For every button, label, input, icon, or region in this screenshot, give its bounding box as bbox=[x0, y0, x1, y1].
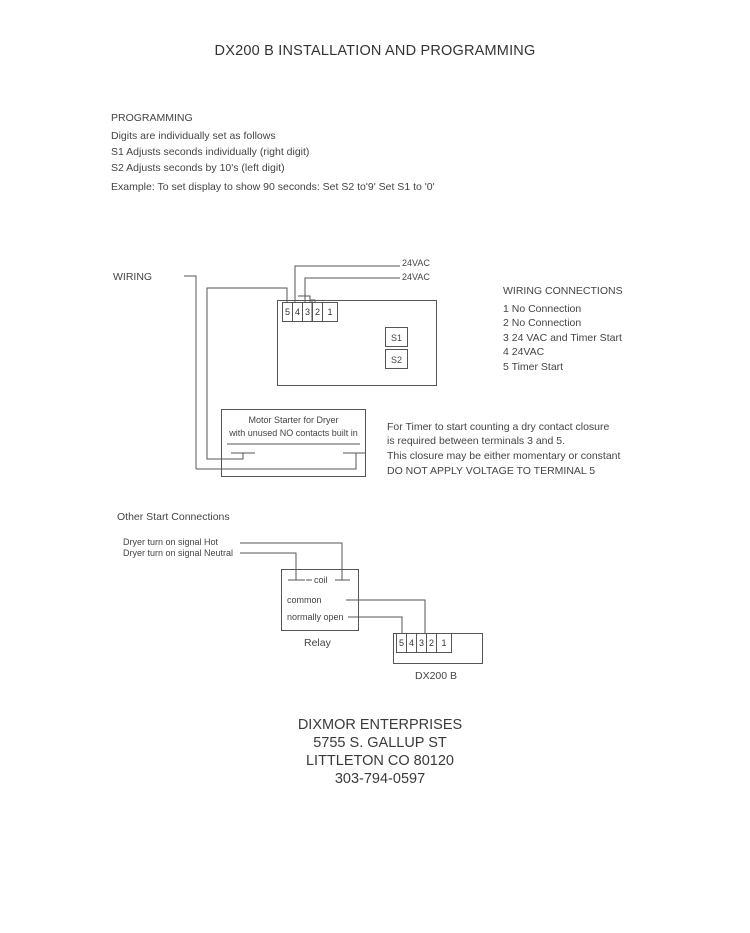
signal-hot: Dryer turn on signal Hot bbox=[123, 537, 219, 547]
terminal-2: 2 bbox=[427, 634, 437, 652]
footer-phone: 303-794-0597 bbox=[334, 771, 426, 787]
terminal-2: 2 bbox=[313, 303, 323, 321]
signal-neutral: Dryer turn on signal Neutral bbox=[123, 548, 234, 558]
programming-line-4: Example: To set display to show 90 secon… bbox=[111, 181, 435, 193]
note-line-2: is required between terminals 3 and 5. bbox=[387, 435, 566, 447]
connection-5: 5 Timer Start bbox=[503, 361, 564, 373]
page-title: DX200 B INSTALLATION AND PROGRAMMING bbox=[214, 43, 536, 59]
terminal-strip-2: 5 4 3 2 1 bbox=[396, 633, 452, 653]
terminal-3: 3 bbox=[417, 634, 427, 652]
terminal-1: 1 bbox=[441, 638, 447, 648]
connection-1: 1 No Connection bbox=[503, 303, 582, 315]
note-line-4: DO NOT APPLY VOLTAGE TO TERMINAL 5 bbox=[387, 465, 596, 477]
footer-city: LITTLETON CO 80120 bbox=[305, 753, 455, 769]
switch-s1: S1 bbox=[385, 327, 408, 347]
dx200-unit-box bbox=[277, 300, 437, 386]
wiring-connections-heading: WIRING CONNECTIONS bbox=[503, 285, 623, 297]
programming-line-2: S1 Adjusts seconds individually (right d… bbox=[111, 146, 310, 158]
relay-common-label: common bbox=[287, 595, 322, 605]
terminal-5: 5 bbox=[283, 303, 293, 321]
relay-normally-open-label: normally open bbox=[287, 612, 344, 622]
connection-4: 4 24VAC bbox=[503, 346, 545, 358]
terminal-1: 1 bbox=[327, 307, 333, 317]
supply-label-1: 24VAC bbox=[402, 258, 430, 268]
relay-box bbox=[281, 569, 359, 631]
programming-heading: PROGRAMMING bbox=[111, 112, 193, 124]
note-line-3: This closure may be either momentary or … bbox=[387, 450, 621, 462]
footer-company: DIXMOR ENTERPRISES bbox=[297, 717, 463, 733]
terminal-3: 3 bbox=[303, 303, 313, 321]
relay-name: Relay bbox=[304, 637, 331, 649]
supply-label-2: 24VAC bbox=[402, 272, 430, 282]
motor-starter-box bbox=[221, 409, 366, 477]
terminal-5: 5 bbox=[397, 634, 407, 652]
terminal-strip: 5 4 3 2 1 bbox=[282, 302, 338, 322]
note-line-1: For Timer to start counting a dry contac… bbox=[387, 421, 610, 433]
connection-2: 2 No Connection bbox=[503, 317, 582, 329]
programming-line-3: S2 Adjusts seconds by 10's (left digit) bbox=[111, 162, 285, 174]
switch-s2: S2 bbox=[385, 349, 408, 369]
motor-starter-line-2: with unused NO contacts built in bbox=[229, 428, 358, 438]
terminal-4: 4 bbox=[407, 634, 417, 652]
programming-line-1: Digits are individually set as follows bbox=[111, 130, 276, 142]
terminal-4: 4 bbox=[293, 303, 303, 321]
relay-coil-label: coil bbox=[312, 575, 330, 585]
other-start-heading: Other Start Connections bbox=[117, 511, 230, 523]
wiring-label: WIRING bbox=[113, 271, 153, 283]
device-name: DX200 B bbox=[415, 670, 458, 682]
connection-3: 3 24 VAC and Timer Start bbox=[503, 332, 622, 344]
footer-street: 5755 S. GALLUP ST bbox=[313, 735, 447, 751]
motor-starter-line-1: Motor Starter for Dryer bbox=[248, 415, 339, 425]
